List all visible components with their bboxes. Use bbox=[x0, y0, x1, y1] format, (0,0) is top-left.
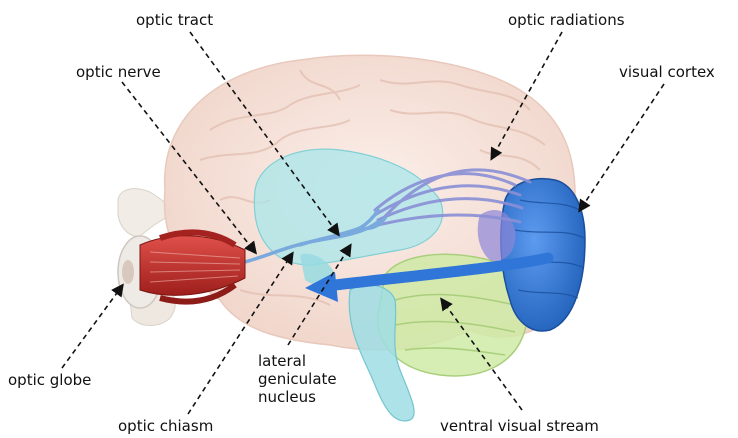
label-optic-nerve: optic nerve bbox=[76, 63, 161, 81]
label-ventral-visual-stream: ventral visual stream bbox=[440, 417, 599, 435]
label-optic-tract: optic tract bbox=[136, 11, 213, 29]
leader-optic-globe bbox=[62, 286, 122, 368]
label-lgn-line-3: nucleus bbox=[258, 388, 368, 406]
leader-visual-cortex bbox=[580, 84, 664, 210]
label-lgn-line-1: lateral bbox=[258, 352, 368, 370]
label-optic-radiations: optic radiations bbox=[508, 11, 625, 29]
eye-muscles bbox=[140, 232, 245, 301]
label-lgn-line-2: geniculate bbox=[258, 370, 368, 388]
label-lateral-geniculate-nucleus: lateral geniculate nucleus bbox=[258, 352, 368, 406]
label-optic-globe: optic globe bbox=[8, 371, 91, 389]
label-optic-chiasm: optic chiasm bbox=[118, 417, 213, 435]
label-visual-cortex: visual cortex bbox=[619, 63, 715, 81]
